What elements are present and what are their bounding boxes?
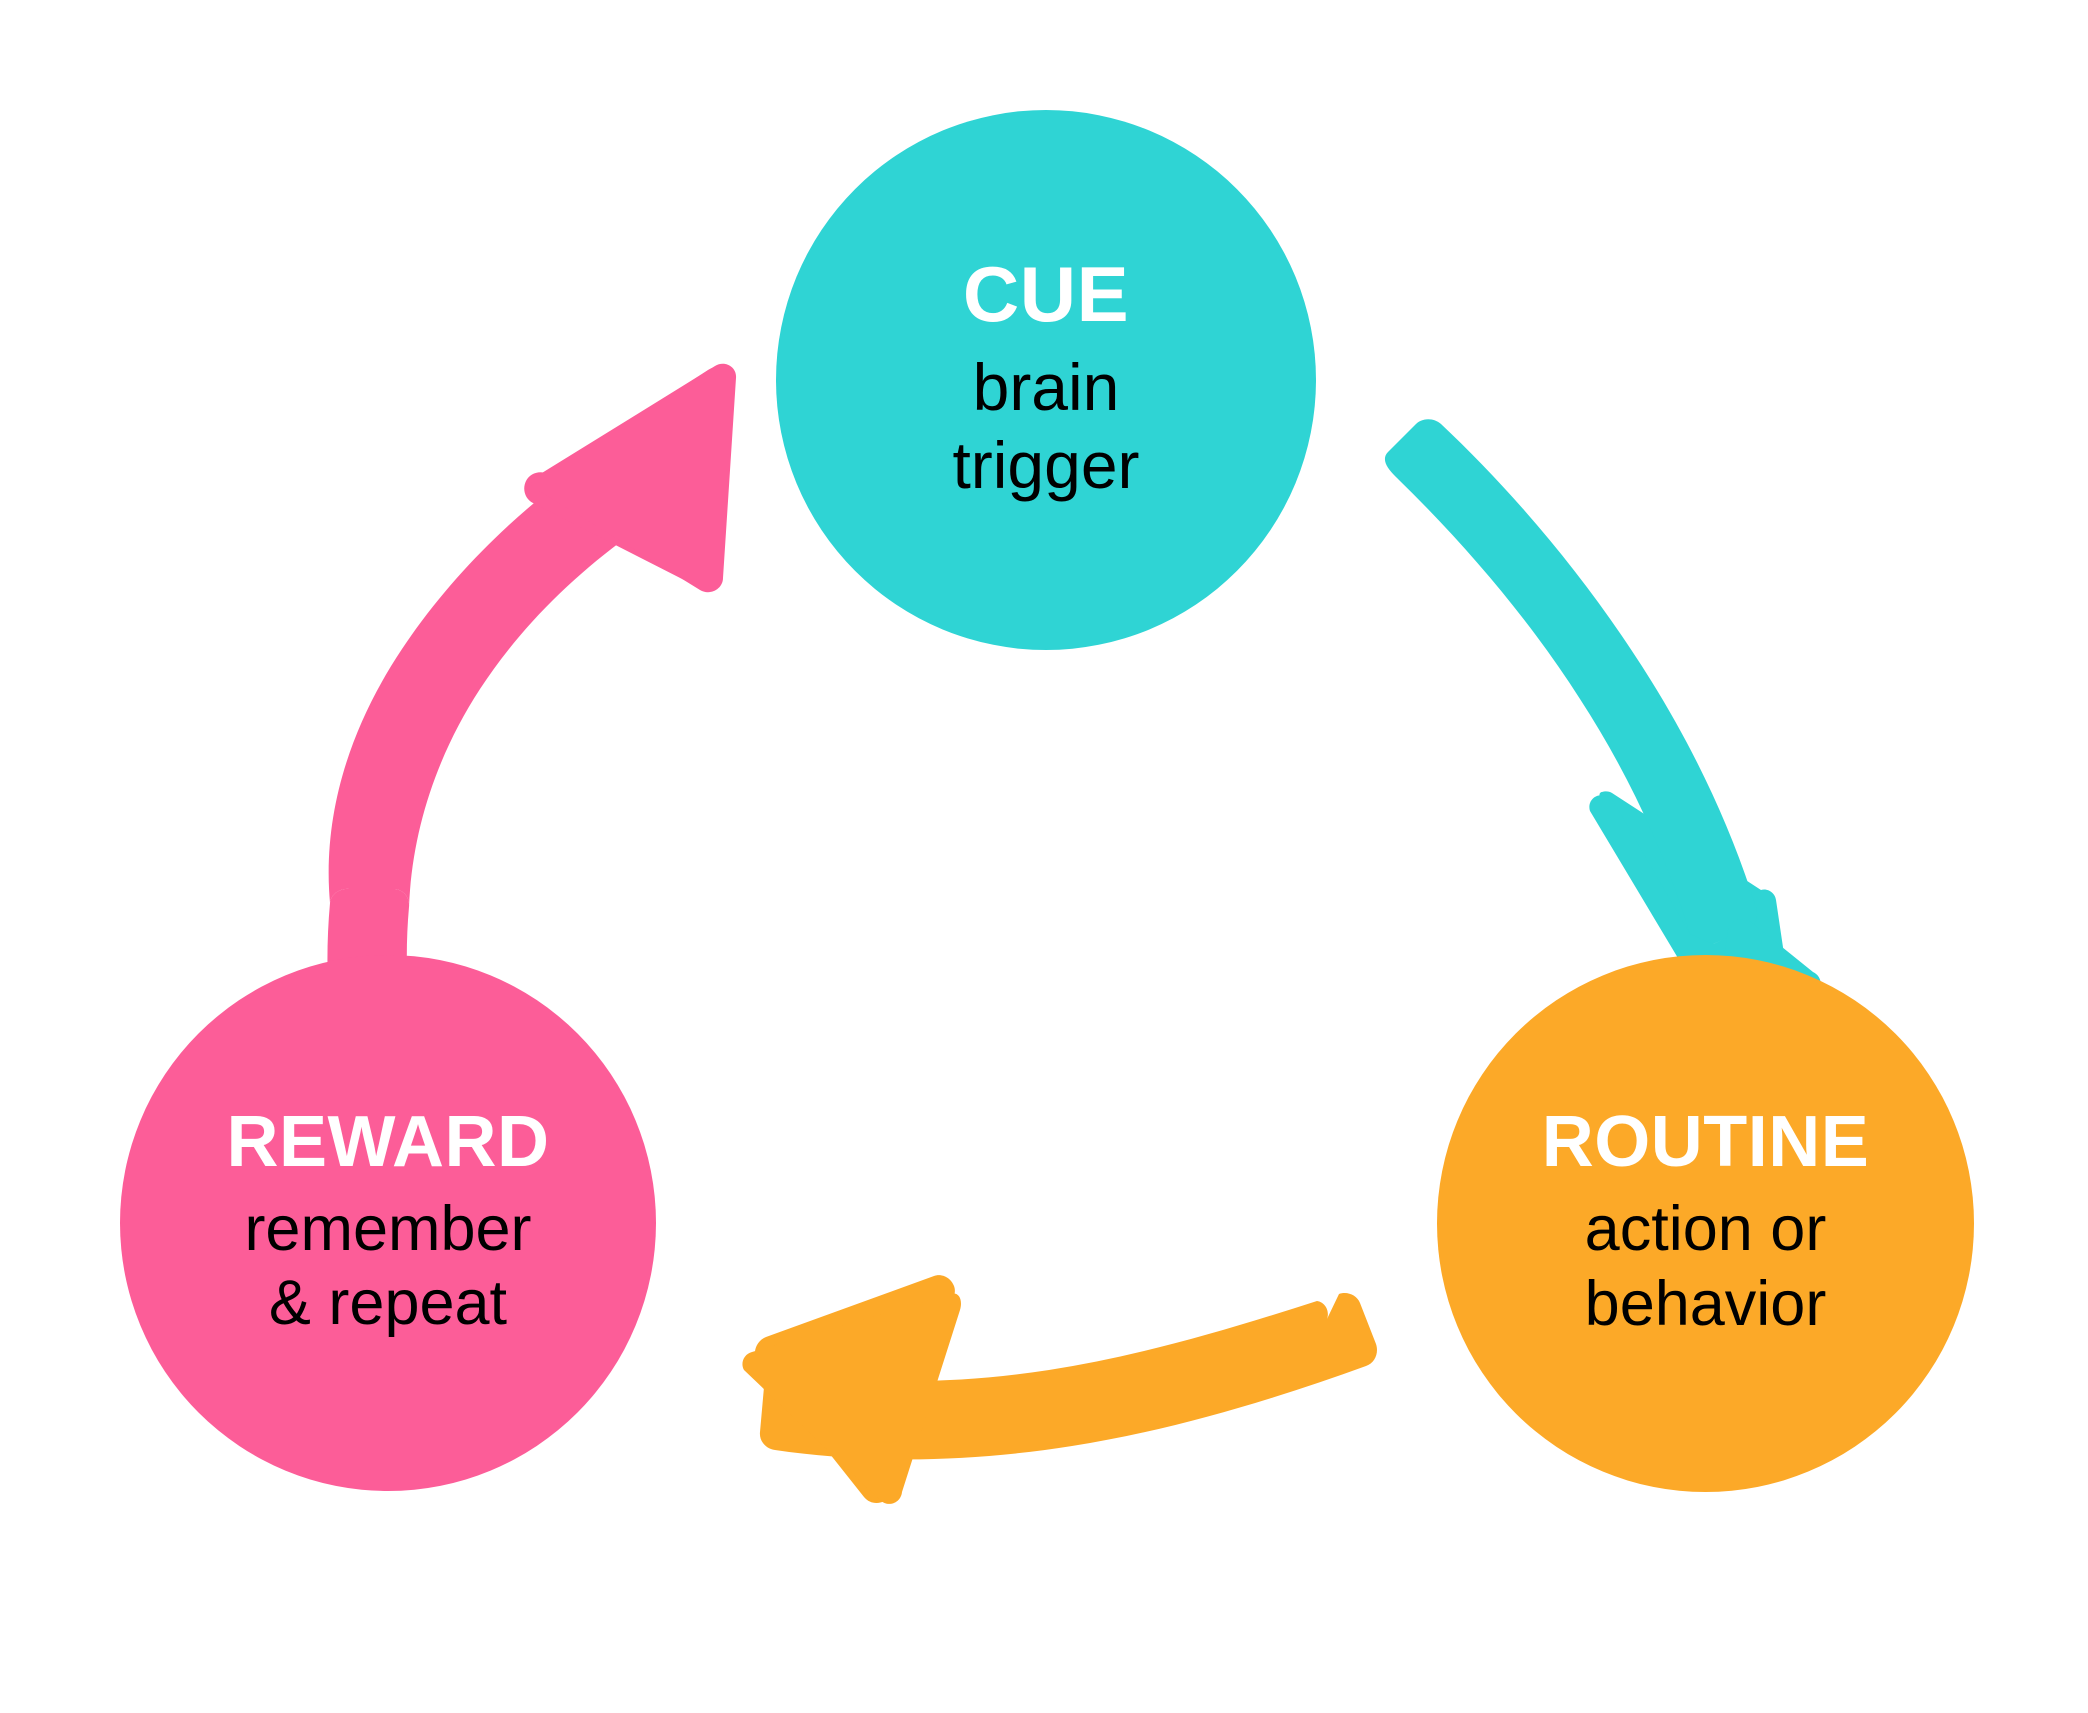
node-reward-subtitle: remember & repeat [244, 1192, 531, 1341]
pink-arrow-head-wedge [531, 363, 737, 593]
node-routine-subtitle-line-1: action or [1584, 1194, 1827, 1265]
node-cue[interactable]: CUE brain trigger [776, 110, 1316, 650]
node-routine-subtitle-line-2: behavior [1584, 1268, 1827, 1339]
node-cue-subtitle: brain trigger [952, 349, 1139, 505]
node-routine-subtitle: action or behavior [1585, 1192, 1827, 1341]
pink-arrow-curve [328, 447, 658, 907]
node-reward[interactable]: REWARD remember & repeat [120, 955, 656, 1491]
node-cue-title: CUE [962, 250, 1130, 339]
teal-arrow-body [1384, 419, 1758, 946]
node-reward-title: REWARD [226, 1101, 550, 1182]
orange-arrow-head-wedge [742, 1293, 961, 1504]
node-routine[interactable]: ROUTINE action or behavior [1437, 955, 1974, 1492]
node-reward-subtitle-line-1: remember [244, 1193, 532, 1264]
node-cue-subtitle-line-2: trigger [952, 428, 1140, 502]
node-cue-subtitle-line-1: brain [972, 350, 1120, 425]
node-routine-title: ROUTINE [1541, 1102, 1870, 1183]
node-reward-subtitle-line-2: & repeat [268, 1268, 508, 1338]
arrow-routine-to-reward [742, 1275, 1377, 1504]
